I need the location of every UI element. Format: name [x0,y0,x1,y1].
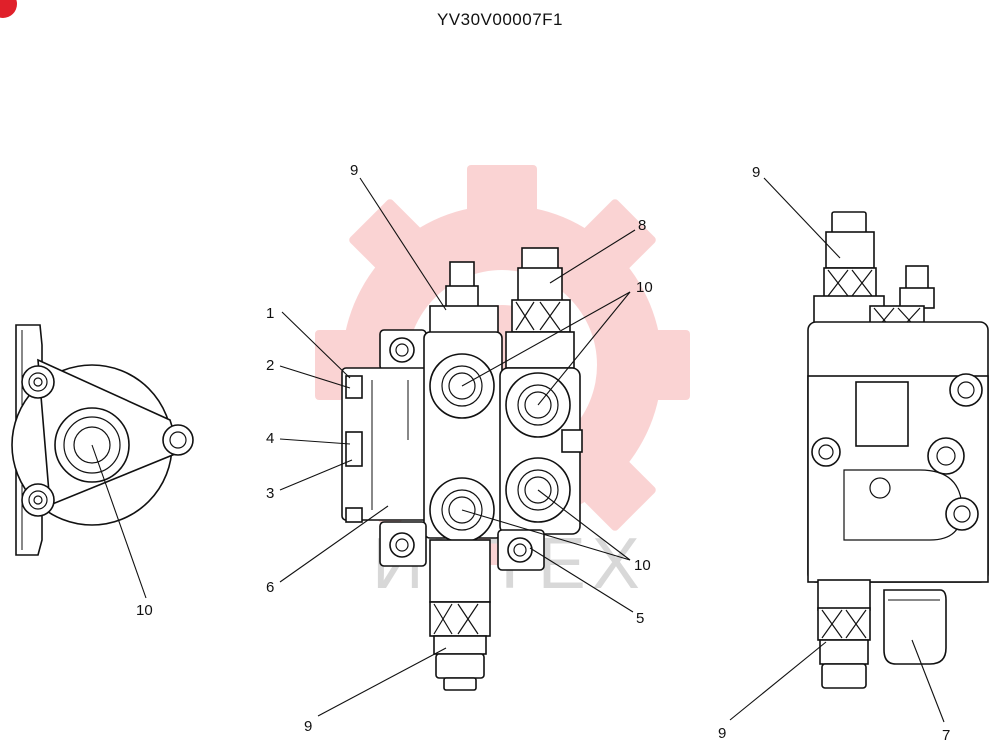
callout-mid-9-bottom: 9 [304,718,312,735]
middle-front-view [279,177,636,717]
callout-mid-8: 8 [638,217,646,234]
callout-right-9-top: 9 [752,164,760,181]
callout-mid-5: 5 [636,610,644,627]
corner-mark-icon [0,0,17,18]
callout-mid-4: 4 [266,430,274,447]
callout-mid-2: 2 [266,357,274,374]
callout-mid-6: 6 [266,579,274,596]
callout-mid-10-top: 10 [636,279,653,296]
callout-right-7: 7 [942,727,950,744]
callout-left-10: 10 [136,602,153,619]
right-side-view [729,177,989,723]
callout-mid-1: 1 [266,305,274,322]
callout-mid-10-bottom: 10 [634,557,651,574]
callout-mid-9-top: 9 [350,162,358,179]
drawing-code-title: YV30V00007F1 [436,10,564,29]
left-end-view [11,324,194,599]
callout-right-9-bottom: 9 [718,725,726,742]
callout-mid-3: 3 [266,485,274,502]
